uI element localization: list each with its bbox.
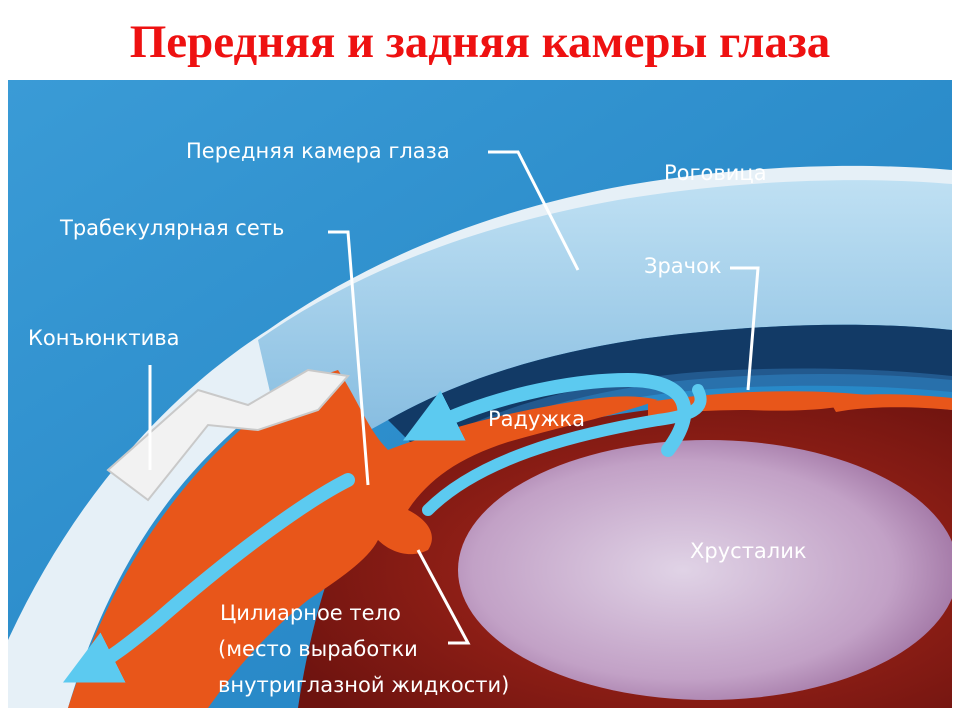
- aqueous-flow-arrow-lower: [422, 384, 707, 516]
- conjunctiva: [106, 368, 350, 502]
- slide-title: Передняя и задняя камеры глаза: [129, 16, 831, 68]
- leader-ciliary-body: [416, 549, 471, 645]
- eye-chambers-illustration: Передняя камера глаза Роговица Трабекуля…: [8, 80, 952, 708]
- label-anterior-chamber: Передняя камера глаза: [186, 139, 450, 163]
- label-trabecular-meshwork: Трабекулярная сеть: [59, 216, 284, 240]
- lens: [458, 440, 952, 700]
- eye-chambers-diagram: Передняя камера глаза Роговица Трабекуля…: [8, 80, 952, 708]
- leader-trabecular: [328, 230, 370, 486]
- leader-anterior-chamber: [488, 150, 580, 271]
- label-lens: Хрусталик: [690, 539, 807, 563]
- label-ciliary-body-line3: внутриглазной жидкости): [218, 673, 509, 697]
- label-cornea: Роговица: [664, 161, 767, 185]
- label-conjunctiva: Конъюнктива: [28, 326, 180, 350]
- label-ciliary-body-line1: Цилиарное тело: [220, 601, 401, 625]
- label-iris: Радужка: [488, 407, 585, 431]
- label-pupil: Зрачок: [644, 254, 722, 278]
- leader-lines: [148, 150, 760, 645]
- orange-tissue: [68, 370, 658, 708]
- leader-pupil: [730, 266, 760, 391]
- aqueous-outflow-arrow: [62, 473, 355, 683]
- label-ciliary-body-line2: (место выработки: [218, 637, 418, 661]
- anterior-chamber: [388, 324, 952, 460]
